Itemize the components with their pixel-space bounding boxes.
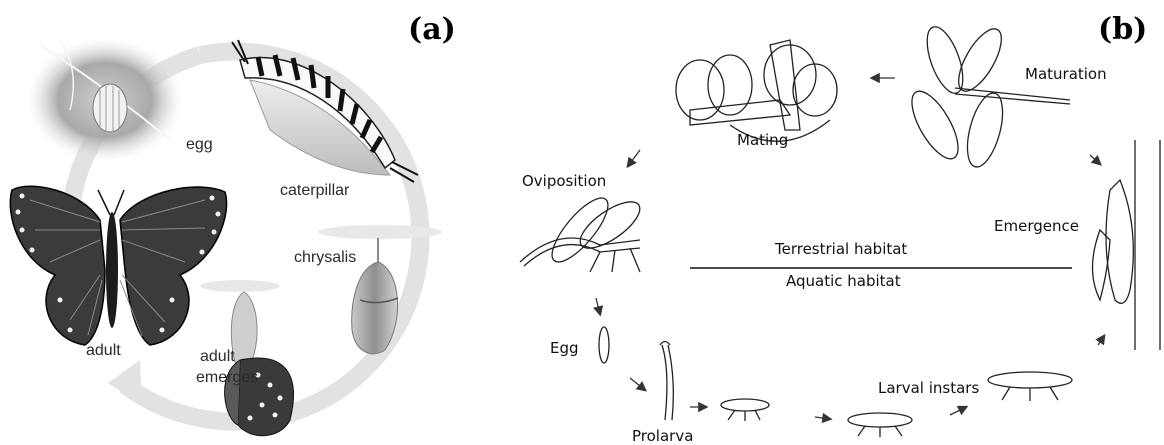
label-caterpillar: caterpillar — [280, 182, 349, 200]
label-adult-emerges-line2: emerges — [196, 369, 258, 387]
label-oviposition: Oviposition — [522, 172, 606, 190]
egg-illustration — [27, 38, 183, 162]
label-adult-emerges-line1: adult — [200, 348, 235, 366]
label-prolarva: Prolarva — [632, 427, 693, 445]
larva-2-illustration — [848, 413, 912, 437]
larva-1-illustration — [721, 399, 769, 421]
ovipositing-dragonfly-illustration — [520, 190, 647, 272]
caterpillar-illustration — [232, 40, 418, 182]
label-larval-instars: Larval instars — [878, 379, 979, 397]
mating-dragonflies-illustration — [676, 40, 837, 141]
label-emergence: Emergence — [994, 217, 1079, 235]
label-terrestrial-habitat: Terrestrial habitat — [775, 240, 907, 258]
adult-butterfly-illustration — [10, 186, 226, 345]
panel-b-letter: (b) — [1098, 12, 1147, 47]
label-aquatic-habitat: Aquatic habitat — [786, 272, 901, 290]
prolarva-illustration — [660, 342, 673, 421]
label-egg: egg — [186, 136, 213, 154]
emergence-dragonfly-illustration — [1093, 140, 1161, 350]
cycle-arrowhead — [108, 360, 142, 405]
panel-a-letter: (a) — [408, 12, 456, 47]
label-adult: adult — [86, 342, 121, 360]
maturation-dragonfly-illustration — [903, 22, 1070, 170]
label-maturation: Maturation — [1025, 65, 1107, 83]
label-mating: Mating — [737, 131, 788, 149]
label-chrysalis: chrysalis — [294, 249, 356, 267]
dragonfly-egg-illustration — [599, 327, 609, 363]
label-egg-b: Egg — [550, 339, 579, 357]
larva-3-illustration — [988, 372, 1072, 401]
